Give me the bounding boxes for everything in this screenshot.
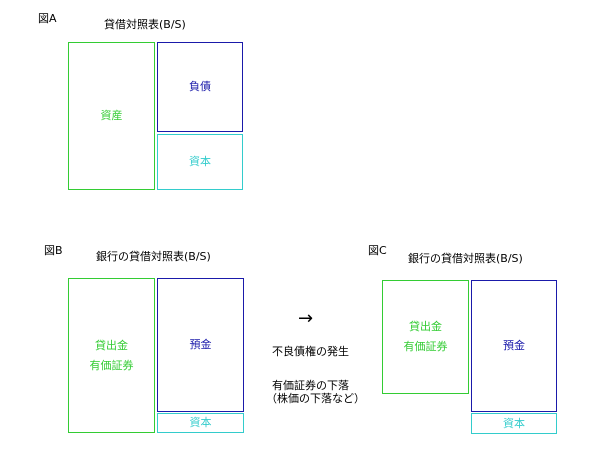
figure-a-liabilities-box: 負債 [157, 42, 243, 132]
figure-b-label: 図B [44, 244, 63, 257]
figure-b-securities-label: 有価証券 [89, 358, 134, 372]
cause-securities-drop-note: （株価の下落など） [266, 392, 365, 405]
figure-b-capital-box: 資本 [157, 413, 244, 433]
figure-a-capital-label: 資本 [189, 155, 211, 168]
figure-c-deposits-box: 預金 [471, 280, 557, 412]
figure-b-deposits-label: 預金 [189, 338, 212, 351]
figure-c-deposits-label: 預金 [503, 339, 525, 352]
figure-a-label: 図A [38, 12, 57, 25]
figure-b-title: 銀行の貸借対照表(B/S) [96, 250, 211, 263]
figure-b-capital-label: 資本 [189, 416, 212, 429]
cause-securities-drop: 有価証券の下落 [272, 379, 349, 392]
figure-a-capital-box: 資本 [157, 134, 243, 190]
figure-a-title: 貸借対照表(B/S) [104, 18, 186, 31]
figure-c-assets-box: 貸出金 有価証券 [382, 280, 469, 394]
arrow-right-icon: → [298, 308, 314, 329]
figure-c-capital-label: 資本 [503, 416, 525, 430]
figure-a-liabilities-label: 負債 [189, 80, 211, 93]
figure-c-label: 図C [368, 244, 387, 257]
figure-b-assets-box: 貸出金 有価証券 [68, 278, 155, 433]
figure-a-assets-box: 資産 [68, 42, 155, 190]
figure-a-assets-label: 資産 [100, 109, 123, 122]
figure-c-loans-label: 貸出金 [409, 320, 442, 333]
figure-c-securities-label: 有価証券 [403, 340, 448, 353]
figure-c-title: 銀行の貸借対照表(B/S) [408, 252, 523, 265]
figure-b-deposits-box: 預金 [157, 278, 244, 412]
cause-bad-loans: 不良債権の発生 [272, 345, 349, 358]
figure-c-capital-box: 資本 [471, 413, 557, 434]
figure-b-loans-label: 貸出金 [95, 338, 128, 352]
